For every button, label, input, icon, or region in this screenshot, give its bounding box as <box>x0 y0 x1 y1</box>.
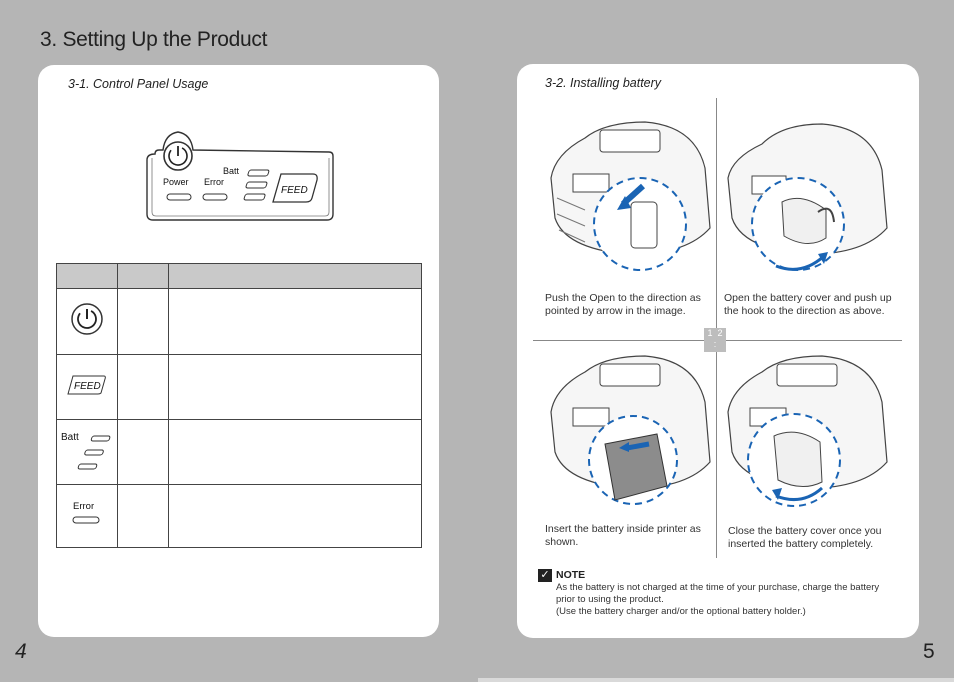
batt-label: Batt <box>223 166 240 176</box>
feed-label: FEED <box>281 185 308 196</box>
page-title: 3. Setting Up the Product <box>40 28 268 51</box>
power-button-icon <box>163 141 193 171</box>
step1-printer-image <box>550 121 711 271</box>
battery-icon: Batt <box>61 432 111 469</box>
note-line-3: (Use the battery charger and/or the opti… <box>556 606 806 617</box>
feed-icon: FEED <box>67 375 106 394</box>
caption-step4: Close the battery cover once you inserte… <box>728 525 882 550</box>
feed-button-icon: FEED <box>272 173 318 203</box>
caption-step1: Push the Open to the direction as pointe… <box>545 292 701 317</box>
control-panel-illustration: Power Error Batt FEED <box>146 131 334 221</box>
caption-step2: Open the battery cover and push up the h… <box>724 292 892 317</box>
step-marker: 1 2: <box>704 328 726 352</box>
caption-step3: Insert the battery inside printer as sho… <box>545 523 701 548</box>
note-check-icon: ✓ <box>538 569 552 582</box>
section-title-installing-battery: 3-2. Installing battery <box>545 76 662 90</box>
svg-text:Batt: Batt <box>61 432 79 443</box>
svg-text:Error: Error <box>73 501 94 512</box>
power-icon <box>71 303 103 335</box>
page-number-left: 4 <box>15 640 27 663</box>
section-title-control-panel: 3-1. Control Panel Usage <box>68 77 209 91</box>
bottom-edge-bar <box>478 678 954 682</box>
note-title: NOTE <box>556 569 586 581</box>
svg-text:FEED: FEED <box>74 381 101 392</box>
note-line-1: As the battery is not charged at the tim… <box>556 582 880 593</box>
step4-printer-image <box>727 355 888 507</box>
step2-printer-image <box>727 123 888 271</box>
note-text: As the battery is not charged at the tim… <box>556 582 901 618</box>
power-label: Power <box>163 177 189 187</box>
error-label: Error <box>204 177 224 187</box>
control-panel-table: FEED Batt Error <box>56 263 422 548</box>
page-number-right: 5 <box>923 640 935 663</box>
note-line-2: prior to using the product. <box>556 594 664 605</box>
error-icon: Error <box>72 501 100 523</box>
step3-printer-image <box>550 355 711 505</box>
